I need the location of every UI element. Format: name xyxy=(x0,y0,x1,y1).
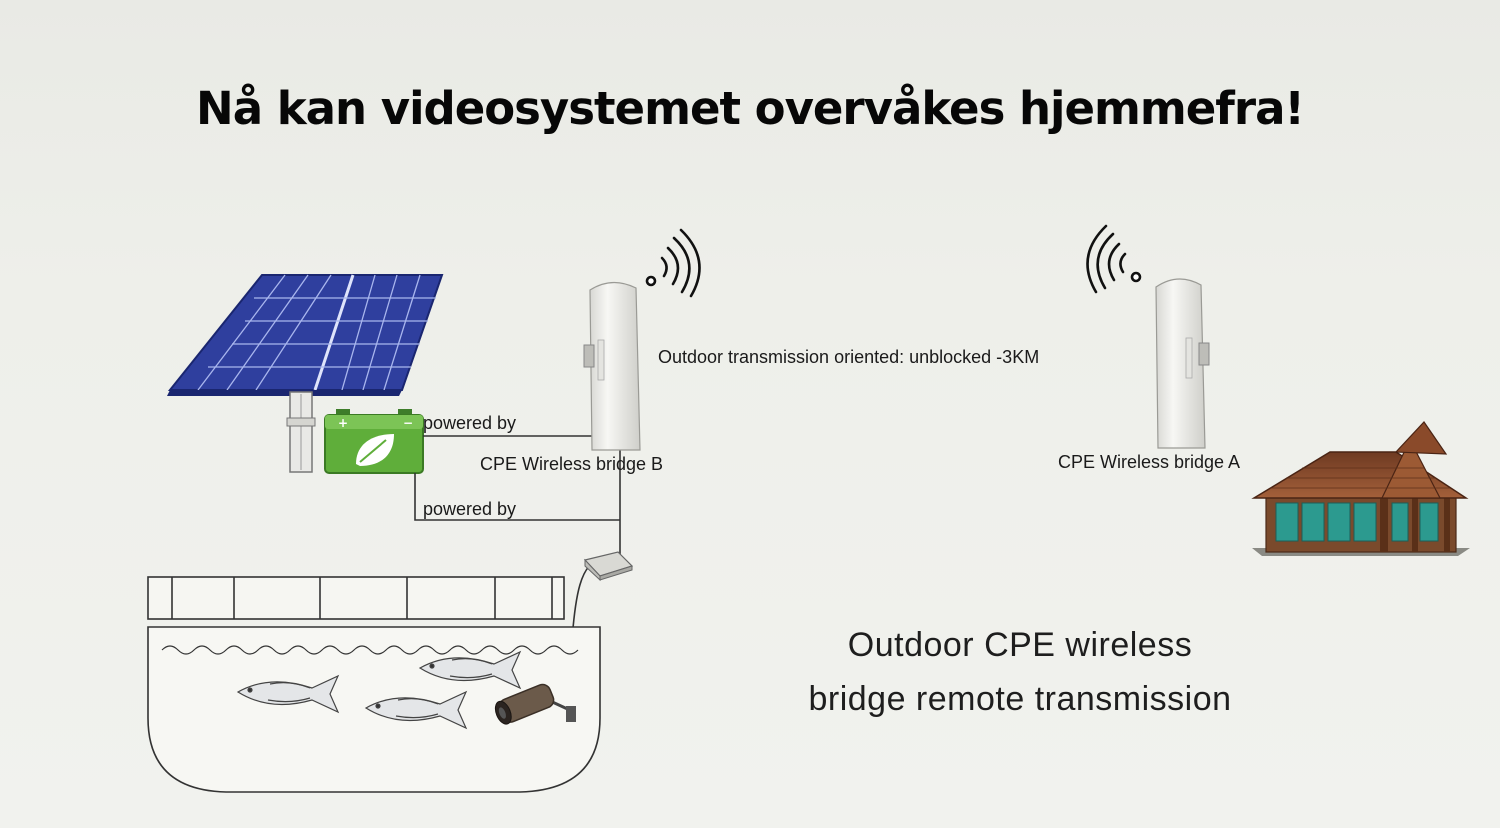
powered-by-label-top: powered by xyxy=(423,413,517,433)
fish-icon xyxy=(364,690,468,730)
battery-icon: + − xyxy=(324,409,424,474)
svg-text:+: + xyxy=(338,416,348,430)
bridge-a-label: CPE Wireless bridge A xyxy=(1058,452,1241,472)
wifi-signal-icon xyxy=(645,228,701,298)
caption-line-1: Outdoor CPE wireless xyxy=(847,626,1193,664)
bridge-b-label: CPE Wireless bridge B xyxy=(480,454,664,474)
svg-text:−: − xyxy=(403,416,413,430)
solar-panel-icon xyxy=(167,274,444,473)
powered-by-label-bottom: powered by xyxy=(423,499,517,519)
cpe-antenna-icon xyxy=(1155,278,1210,449)
fish-icon xyxy=(236,674,340,714)
diagram-caption: Outdoor CPE wireless bridge remote trans… xyxy=(740,618,1300,726)
wifi-signal-icon xyxy=(1086,224,1142,294)
underwater-camera-icon xyxy=(494,683,576,725)
fish-icon xyxy=(418,650,522,690)
junction-box-icon xyxy=(583,551,634,582)
link-distance-label: Outdoor transmission oriented: unblocked… xyxy=(658,347,1040,367)
house-icon xyxy=(1251,421,1470,556)
page-title: Nå kan videosystemet overvåkes hjemmefra… xyxy=(196,82,1305,135)
cpe-antenna-icon xyxy=(583,281,641,451)
caption-line-2: bridge remote transmission xyxy=(808,680,1232,718)
fish-pond-icon xyxy=(147,576,601,793)
